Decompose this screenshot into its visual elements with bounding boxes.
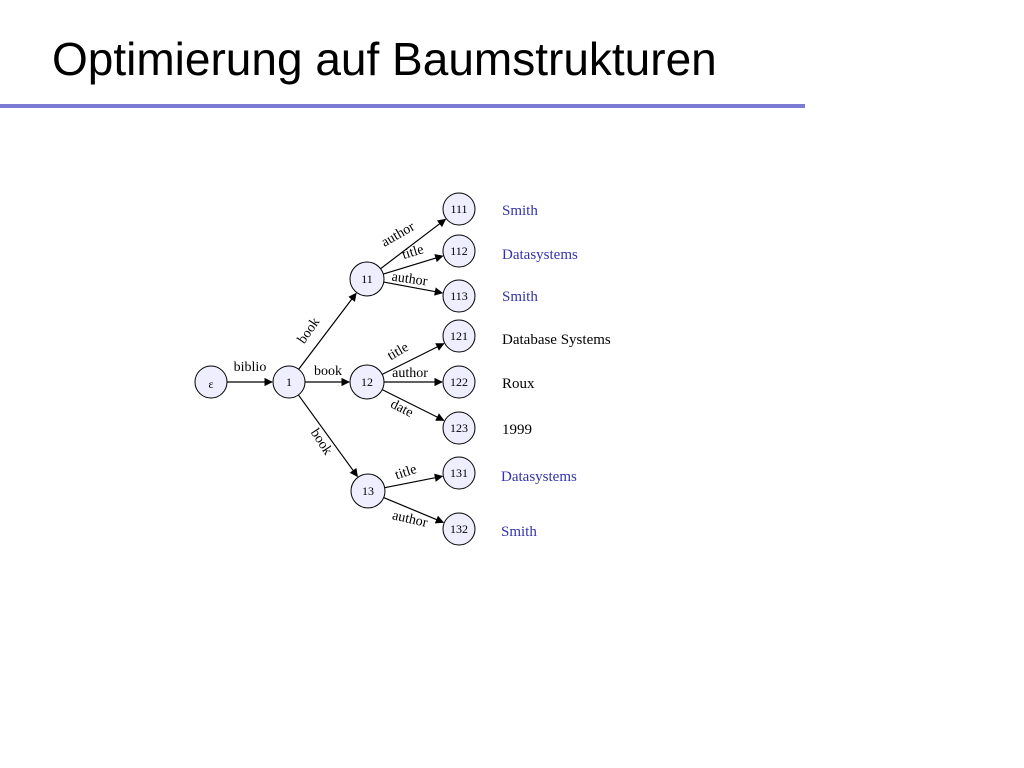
tree-node-n113: 113 [442, 279, 476, 313]
node-label: 131 [450, 466, 468, 480]
edge-n12-n122: author [384, 366, 443, 387]
edge-label: author [391, 508, 430, 531]
node-circle [194, 365, 228, 399]
node-label: 111 [450, 202, 467, 216]
node-label: 123 [450, 421, 468, 435]
leaf-value-n123: 1999 [502, 422, 532, 438]
node-circle [442, 512, 476, 546]
edge-arrow [297, 394, 358, 478]
tree-node-n1: 1 [272, 365, 306, 399]
edge-label: author [391, 270, 429, 290]
node-circle [442, 456, 476, 490]
leaf-value-n132: Smith [501, 524, 537, 540]
node-circle [442, 279, 476, 313]
node-label: 113 [450, 289, 468, 303]
leaf-value-n131: Datasystems [501, 469, 577, 485]
leaf-value-n122: Roux [502, 376, 535, 392]
edge-n11-n113: author [383, 270, 444, 296]
node-label: 1 [286, 375, 292, 389]
edge-n12-n123: date [381, 389, 445, 421]
edge-label: title [385, 340, 411, 364]
node-circle [442, 234, 476, 268]
node-label: 12 [361, 375, 373, 389]
edge-n11-n111: author [379, 218, 447, 270]
node-label: 132 [450, 522, 468, 536]
tree-node-n132: 132 [442, 512, 476, 546]
node-label: 11 [361, 272, 373, 286]
node-circle [349, 364, 385, 400]
node-label: 122 [450, 375, 468, 389]
node-circle [350, 473, 386, 509]
node-circle [442, 319, 476, 353]
edge-label: biblio [234, 360, 267, 375]
edge-arrow [383, 254, 444, 275]
edge-arrow [381, 389, 445, 421]
edge-n1-n12: book [305, 364, 350, 387]
node-circle [442, 411, 476, 445]
node-label: 13 [362, 484, 374, 498]
edge-label: title [393, 462, 418, 483]
tree-node-n121: 121 [442, 319, 476, 353]
tree-node-n13: 13 [350, 473, 386, 509]
tree-node-eps: ε [194, 365, 228, 399]
title-underline [0, 104, 805, 108]
tree-node-n111: 111 [442, 192, 476, 226]
leaf-value-n121: Database Systems [502, 332, 611, 348]
edge-arrow [383, 496, 445, 524]
slide-title: Optimierung auf Baumstrukturen [52, 33, 717, 85]
node-circle [442, 365, 476, 399]
leaf-value-n111: Smith [502, 203, 538, 219]
tree-node-n123: 123 [442, 411, 476, 445]
node-label: 112 [450, 244, 468, 258]
node-circle [349, 261, 385, 297]
node-circle [442, 192, 476, 226]
edge-n13-n132: author [383, 496, 445, 531]
leaf-value-n113: Smith [502, 289, 538, 305]
tree-node-n12: 12 [349, 364, 385, 400]
edge-n11-n112: title [383, 242, 444, 275]
edge-eps-n1: biblio [227, 360, 273, 387]
edge-arrow [298, 292, 357, 370]
edge-arrow [384, 473, 444, 489]
node-label: 121 [450, 329, 468, 343]
leaf-value-n112: Datasystems [502, 247, 578, 263]
node-label: ε [208, 377, 213, 391]
tree-node-n122: 122 [442, 365, 476, 399]
edge-label: book [307, 426, 335, 458]
node-circle [272, 365, 306, 399]
tree-node-n11: 11 [349, 261, 385, 297]
edge-arrow [381, 343, 445, 375]
tree-node-n112: 112 [442, 234, 476, 268]
edge-label: book [314, 364, 342, 379]
edge-label: date [388, 397, 416, 421]
edge-n1-n11: book [295, 292, 357, 370]
tree-node-n131: 131 [442, 456, 476, 490]
edge-arrow [380, 218, 447, 270]
edge-n13-n131: title [384, 462, 444, 489]
edge-arrow [383, 281, 444, 296]
edge-label: title [400, 242, 425, 263]
edge-n1-n13: book [297, 394, 358, 478]
edge-label: author [392, 366, 428, 381]
